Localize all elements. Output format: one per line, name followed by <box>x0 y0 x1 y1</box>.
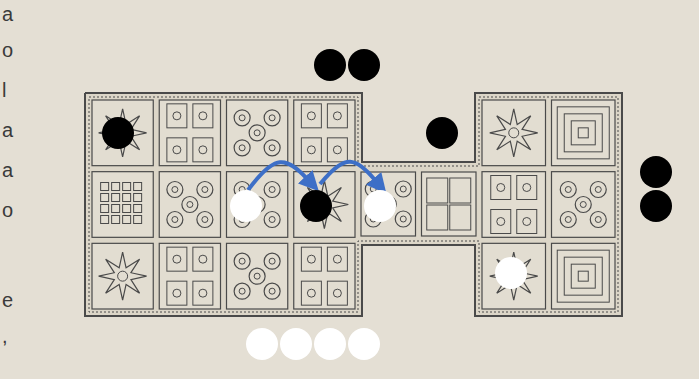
game-piece <box>640 190 672 222</box>
move-arrow <box>320 162 380 186</box>
board-square <box>482 100 546 166</box>
game-piece <box>300 190 332 222</box>
board-square <box>227 243 288 309</box>
board-square <box>92 243 153 309</box>
game-piece <box>495 257 527 289</box>
board-square <box>552 243 616 309</box>
board-outline <box>85 93 622 316</box>
game-piece <box>314 49 346 81</box>
text-fragment: o <box>2 200 13 220</box>
move-arrow <box>248 162 312 190</box>
board-square <box>294 100 355 166</box>
board-square <box>482 243 546 309</box>
game-piece <box>280 328 312 360</box>
board-square <box>422 172 477 236</box>
board-square <box>482 172 546 238</box>
text-fragment: l <box>2 80 6 100</box>
game-piece <box>640 156 672 188</box>
board-square <box>361 172 416 236</box>
game-piece <box>246 328 278 360</box>
text-fragment: a <box>2 120 13 140</box>
board-square <box>159 100 220 166</box>
text-fragment: a <box>2 160 13 180</box>
board-square <box>159 172 220 238</box>
game-piece <box>314 328 346 360</box>
board-square <box>92 172 153 238</box>
board-square <box>159 243 220 309</box>
text-fragment: , <box>2 326 8 346</box>
board-border <box>89 97 618 312</box>
game-piece <box>364 190 396 222</box>
board-square <box>552 172 616 238</box>
board-square <box>227 100 288 166</box>
game-piece <box>348 49 380 81</box>
text-fragment: o <box>2 40 13 60</box>
game-piece <box>102 117 134 149</box>
game-piece <box>426 117 458 149</box>
game-piece <box>348 328 380 360</box>
board-square <box>294 243 355 309</box>
text-fragment: a <box>2 4 13 24</box>
game-piece <box>230 190 262 222</box>
board-square <box>552 100 616 166</box>
text-fragment: e <box>2 290 13 310</box>
board-square <box>92 100 153 166</box>
